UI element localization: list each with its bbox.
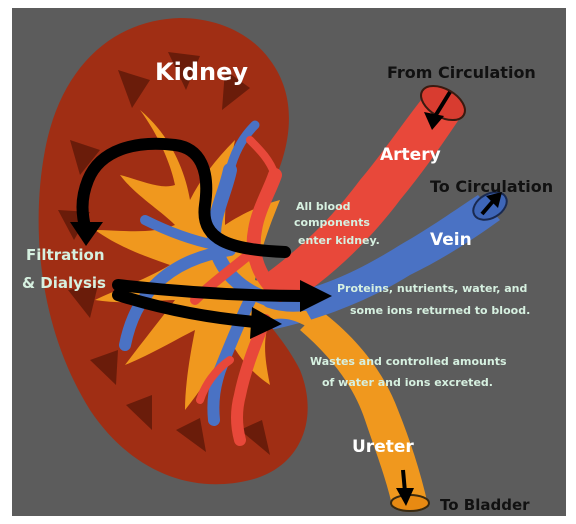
all-blood-label-line3: enter kidney. (298, 234, 380, 247)
ureter-opening (391, 495, 429, 511)
proteins-label-line2: some ions returned to blood. (350, 304, 530, 317)
filtration-label-line2: & Dialysis (22, 274, 106, 292)
proteins-label-line1: Proteins, nutrients, water, and (337, 282, 527, 295)
filtration-label-line1: Filtration (26, 246, 105, 264)
from-circulation-label: From Circulation (387, 63, 536, 82)
to-bladder-label: To Bladder (440, 496, 530, 514)
wastes-label-line1: Wastes and controlled amounts (310, 355, 507, 368)
all-blood-label-line2: components (294, 216, 370, 229)
to-circulation-label: To Circulation (430, 177, 553, 196)
all-blood-label-line1: All blood (296, 200, 351, 213)
ureter-label: Ureter (352, 437, 414, 457)
wastes-label-line2: of water and ions excreted. (322, 376, 493, 389)
artery-label: Artery (380, 145, 441, 165)
vein-label: Vein (430, 230, 472, 250)
kidney-label: Kidney (155, 58, 248, 86)
